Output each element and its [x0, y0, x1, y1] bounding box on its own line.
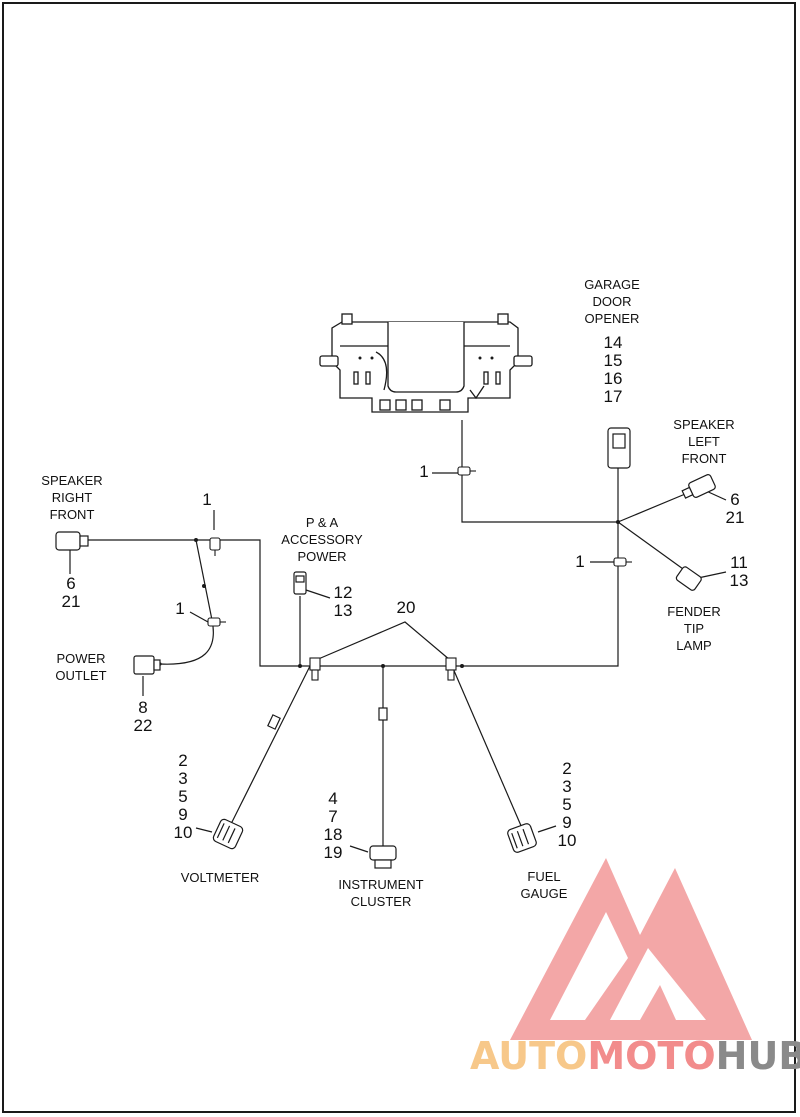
- power-outlet-label: POWER OUTLET: [55, 651, 107, 683]
- speaker-right-front-callout: 6 21: [61, 574, 81, 611]
- voltmeter-label: VOLTMETER: [180, 870, 260, 885]
- fender-tip-lamp-callout: 11 13: [729, 553, 749, 590]
- watermark-logo: [510, 858, 752, 1040]
- ground-stud-right-icon: [445, 657, 457, 681]
- watermark-part3: HUB: [715, 1034, 800, 1078]
- pa-accessory-power-label: P & A ACCESSORY POWER: [281, 515, 363, 564]
- clip-top-icon: [457, 466, 476, 476]
- voltmeter-callout: 2 3 5 9 10: [173, 751, 193, 842]
- ground-stud-left-icon: [309, 657, 321, 681]
- fender-lamp-connector-icon: [675, 566, 702, 591]
- voltmeter-sleeve: [267, 714, 281, 730]
- left-speaker-branch: [617, 491, 691, 523]
- fender-lamp-branch: [617, 521, 691, 575]
- instrument-cluster-label: INSTRUMENT CLUSTER: [338, 877, 424, 909]
- pa-accessory-power-callout: 12 13: [333, 583, 353, 620]
- fuel-gauge-callout: 2 3 5 9 10: [557, 759, 577, 850]
- watermark-part1: AUTO: [470, 1034, 588, 1078]
- speaker-left-front-callout: 6 21: [725, 490, 745, 527]
- voltmeter-branch: [229, 665, 311, 827]
- clip-callout-left-upper: 1: [202, 490, 212, 509]
- fuel-connector-icon: [507, 823, 537, 853]
- pa-connector-icon: [293, 571, 307, 595]
- clip-callout-left-lower: 1: [175, 599, 185, 618]
- watermark-text: AUTOMOTOHUB: [470, 1034, 800, 1078]
- ground-leader: [315, 621, 451, 661]
- cluster-connector-icon: [369, 845, 397, 869]
- cluster-sleeve: [378, 707, 388, 721]
- garage-connector-icon: [607, 427, 631, 469]
- fuel-branch: [451, 665, 523, 829]
- fender-tip-lamp-label: FENDER TIP LAMP: [667, 604, 721, 653]
- clip-callout-right: 1: [575, 552, 585, 571]
- fuel-gauge-label: FUEL GAUGE: [520, 869, 568, 901]
- speaker-right-connector-icon: [55, 531, 89, 551]
- power-outlet-callout: 8 22: [133, 698, 153, 735]
- instrument-panel-bracket: [319, 313, 533, 413]
- clip-left-upper-icon: [209, 537, 221, 556]
- clip-left-lower-icon: [207, 617, 226, 627]
- garage-door-opener-callout: 14 15 16 17: [603, 333, 623, 406]
- clip-callout-top: 1: [419, 462, 429, 481]
- watermark-part2: MOTO: [587, 1034, 716, 1078]
- instrument-cluster-callout: 4 7 18 19: [323, 789, 343, 862]
- clip-right-icon: [613, 557, 632, 567]
- voltmeter-connector-icon: [212, 818, 244, 850]
- garage-door-opener-label: GARAGE DOOR OPENER: [584, 277, 640, 326]
- power-outlet-connector-icon: [133, 655, 161, 675]
- speaker-right-front-label: SPEAKER RIGHT FRONT: [41, 473, 103, 522]
- harness-trunk: [88, 420, 619, 667]
- speaker-left-connector-icon: [681, 474, 716, 499]
- ground-callout: 20: [396, 598, 416, 617]
- speaker-left-front-label: SPEAKER LEFT FRONT: [673, 417, 735, 466]
